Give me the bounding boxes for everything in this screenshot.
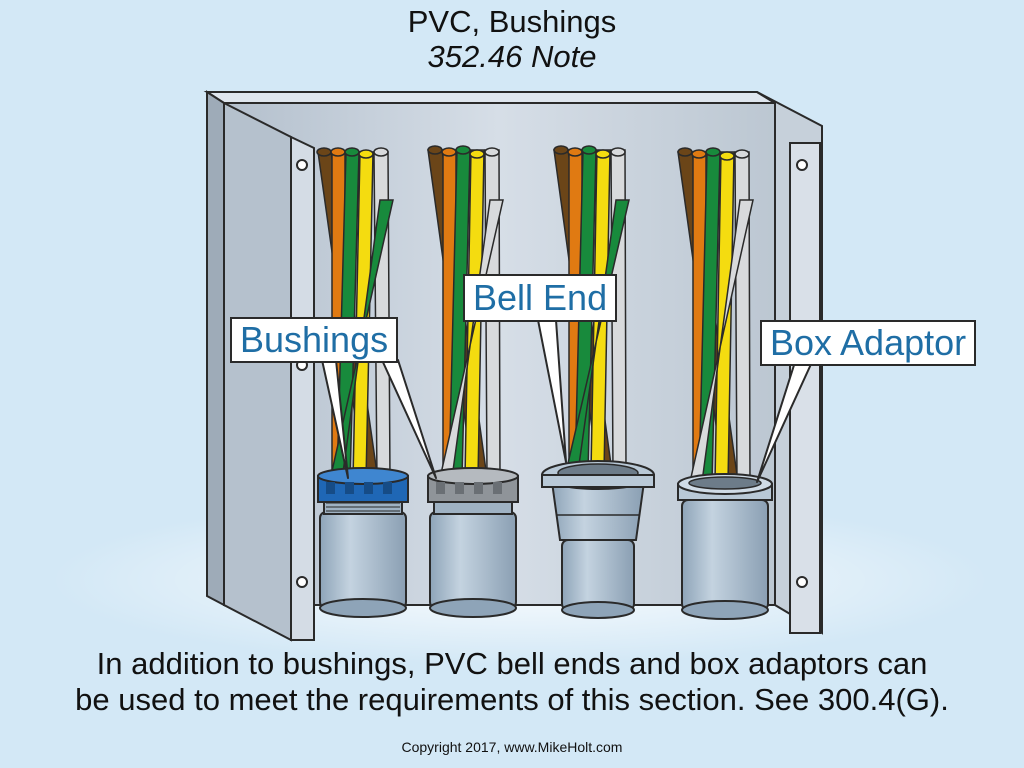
caption-line-2: be used to meet the requirements of this… xyxy=(75,682,949,717)
callout-bushings: Bushings xyxy=(230,317,399,363)
callout-box-adaptor: Box Adaptor xyxy=(760,320,977,366)
conduit-bell-end xyxy=(550,481,646,619)
mounting-hole xyxy=(296,159,308,171)
mounting-hole xyxy=(296,576,308,588)
wire-bundle-4 xyxy=(677,147,754,483)
conduit-bushing-blue xyxy=(319,499,407,618)
box-adaptor-fitting xyxy=(677,473,773,501)
left-mounting-strip xyxy=(290,135,315,641)
enclosure-top-lip xyxy=(203,91,779,104)
page-title: PVC, Bushings xyxy=(407,4,617,39)
callout-bell-end: Bell End xyxy=(463,274,618,322)
right-mounting-strip xyxy=(789,142,821,634)
mounting-hole xyxy=(796,576,808,588)
section-reference: 352.46 Note xyxy=(427,39,597,74)
conduit-bushing-gray xyxy=(429,499,517,618)
caption-line-1: In addition to bushings, PVC bell ends a… xyxy=(96,646,928,681)
enclosure-left-side xyxy=(206,90,225,607)
bushing-gray xyxy=(427,467,519,503)
bushing-blue xyxy=(317,467,409,503)
conduit-box-adaptor xyxy=(681,499,769,620)
copyright-notice: Copyright 2017, www.MikeHolt.com xyxy=(401,739,623,755)
bell-end-flare xyxy=(541,460,655,490)
caption: In addition to bushings, PVC bell ends a… xyxy=(0,646,1024,718)
enclosure-left-flange xyxy=(223,101,292,642)
mounting-hole xyxy=(796,159,808,171)
